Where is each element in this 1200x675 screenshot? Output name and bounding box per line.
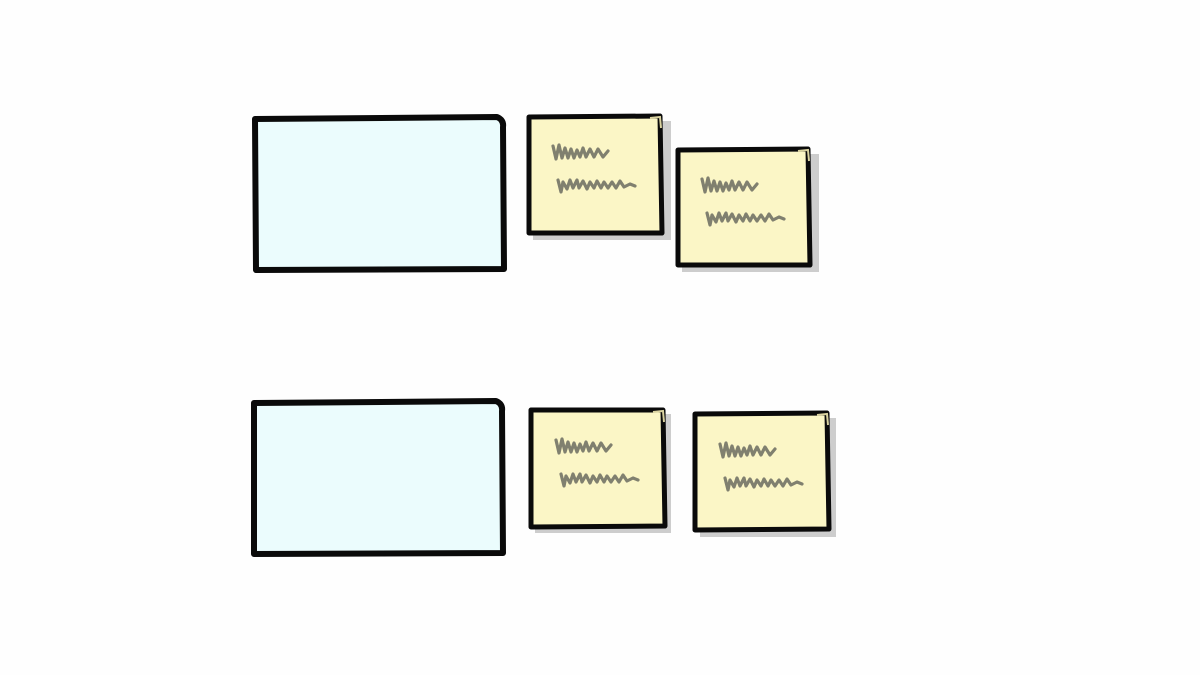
diagram-row-1 <box>252 113 819 273</box>
frame-1[interactable] <box>252 114 507 273</box>
sticky-note-2[interactable] <box>675 146 819 272</box>
frame-2[interactable] <box>251 398 506 557</box>
diagram-row-2 <box>251 398 836 557</box>
sticky-note-3[interactable] <box>528 407 671 533</box>
sticky-note-4[interactable] <box>692 410 836 537</box>
sticky-note-1[interactable] <box>526 113 671 240</box>
